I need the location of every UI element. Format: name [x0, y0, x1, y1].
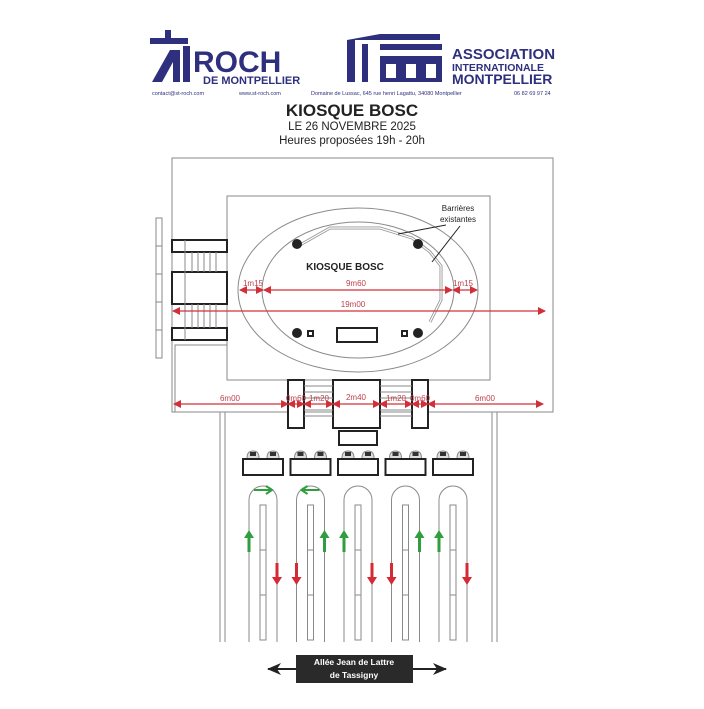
lane-barrier [307, 504, 314, 641]
contact-email[interactable]: contact@st-roch.com [152, 91, 204, 97]
barriers-label-2: existantes [440, 215, 476, 224]
pillar [413, 328, 423, 338]
contact-address: Domaine de Lussac, 645 rue henri Lagattu… [311, 91, 462, 97]
arrow-down-icon [367, 577, 377, 585]
chair-icon [250, 452, 256, 456]
st-roch-logo: ROCH DE MONTPELLIER [150, 30, 300, 87]
svg-text:INTERNATIONALE: INTERNATIONALE [452, 62, 544, 74]
logo-montpellier-text: DE MONTPELLIER [203, 75, 300, 87]
chair-icon [392, 452, 399, 456]
dim-label: 6m00 [220, 394, 241, 403]
arrow-down-icon [291, 577, 302, 585]
contact-website[interactable]: www.st-roch.com [238, 91, 281, 97]
association-logo: ASSOCIATION INTERNATIONALE MONTPELLIER [452, 46, 555, 87]
chair-icon [270, 452, 276, 456]
arrow-up-icon [434, 530, 444, 538]
arrow-up-icon [319, 530, 330, 538]
barriers-pointer [431, 225, 461, 263]
dimension-lines [172, 286, 546, 408]
serving-table [289, 458, 332, 476]
left-stairs [171, 239, 228, 341]
queue-lane [296, 485, 325, 642]
dim-label: 1m20 [386, 394, 407, 403]
dim-label: 19m00 [341, 300, 366, 309]
barriers-label: Barrières [442, 204, 474, 213]
chair-icon [412, 452, 419, 456]
dim-label: 0m60 [286, 394, 307, 403]
street-sign: Allée Jean de Lattre de Tassigny [267, 655, 447, 683]
arrow-down-icon [462, 577, 472, 585]
lane-barrier [259, 504, 267, 641]
pillar [413, 239, 423, 249]
dim-label: 1m15 [453, 279, 474, 288]
queue-lane [248, 485, 278, 642]
svg-text:MONTPELLIER: MONTPELLIER [452, 71, 552, 87]
arrow-right-icon [265, 485, 274, 495]
pillar [292, 239, 302, 249]
arrow-down-icon [386, 577, 397, 585]
event-date: LE 26 NOVEMBRE 2025 [288, 121, 416, 133]
queue-lane [438, 485, 468, 642]
lane-barrier [354, 504, 362, 641]
dim-label: 1m15 [243, 279, 264, 288]
arrow-up-icon [339, 530, 349, 538]
serving-table [384, 458, 427, 476]
street-name: Allée Jean de Lattre [314, 657, 395, 667]
barriers-pointer [397, 224, 447, 235]
serving-table [242, 458, 284, 476]
building-logo-icon [347, 34, 442, 82]
queue-lane [343, 485, 373, 642]
kiosque-label: KIOSQUE BOSC [306, 262, 384, 273]
chair-icon [297, 452, 304, 456]
dim-label: 2m40 [346, 393, 367, 402]
dim-label: 1m20 [309, 394, 330, 403]
chair-icon [460, 452, 466, 456]
dim-label: 0m60 [410, 394, 431, 403]
serving-table [432, 458, 474, 476]
lane-barrier [449, 504, 457, 641]
reception-table [338, 430, 378, 446]
dim-label: 9m60 [346, 279, 367, 288]
contact-bar: contact@st-roch.com www.st-roch.com Doma… [152, 91, 551, 97]
arrow-up-icon [414, 530, 425, 538]
chair-icon [365, 452, 371, 456]
lane-barrier [402, 504, 409, 641]
queue-lanes [242, 450, 474, 642]
pillar [292, 328, 302, 338]
arrow-left-icon [299, 485, 309, 495]
serving-table [337, 458, 379, 476]
event-hours: Heures proposées 19h - 20h [279, 135, 425, 147]
arrow-down-icon [272, 577, 282, 585]
page-title: KIOSQUE BOSC [286, 101, 418, 120]
queue-lane [391, 485, 420, 642]
arrow-up-icon [244, 530, 254, 538]
chair-icon [345, 452, 351, 456]
contact-phone: 06 82 69 97 24 [514, 91, 551, 97]
chair-icon [440, 452, 446, 456]
chair-icon [317, 452, 324, 456]
street-name-2: de Tassigny [330, 670, 379, 680]
st-roch-monogram-icon [150, 30, 190, 82]
logo-roch-text: ROCH [193, 46, 281, 79]
svg-text:ASSOCIATION: ASSOCIATION [452, 46, 555, 63]
dim-label: 6m00 [475, 394, 496, 403]
